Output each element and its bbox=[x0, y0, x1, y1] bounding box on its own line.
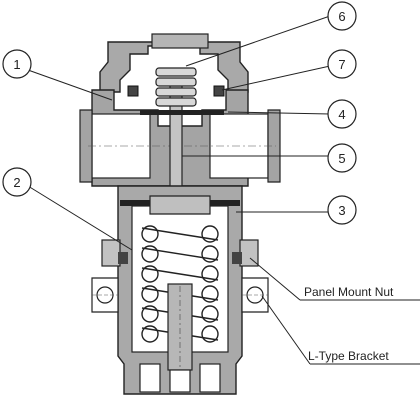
l-type-bracket-label: L-Type Bracket bbox=[308, 349, 389, 363]
callout-number: 6 bbox=[338, 9, 345, 24]
callout-7: 7 bbox=[327, 49, 357, 79]
callout-5: 5 bbox=[327, 143, 357, 173]
callout-number: 5 bbox=[338, 151, 345, 166]
callout-number: 3 bbox=[338, 203, 345, 218]
callout-number: 4 bbox=[338, 107, 345, 122]
callout-6: 6 bbox=[327, 1, 357, 31]
callout-number: 7 bbox=[338, 57, 345, 72]
leader-lines bbox=[27, 15, 420, 365]
regulator-body bbox=[79, 33, 281, 395]
callout-4: 4 bbox=[327, 99, 357, 129]
callout-3: 3 bbox=[327, 195, 357, 225]
callout-number: 1 bbox=[13, 57, 20, 72]
callout-number: 2 bbox=[13, 175, 20, 190]
callout-1: 1 bbox=[2, 49, 32, 79]
panel-mount-nut-label: Panel Mount Nut bbox=[304, 285, 394, 299]
callout-2: 2 bbox=[2, 167, 32, 197]
